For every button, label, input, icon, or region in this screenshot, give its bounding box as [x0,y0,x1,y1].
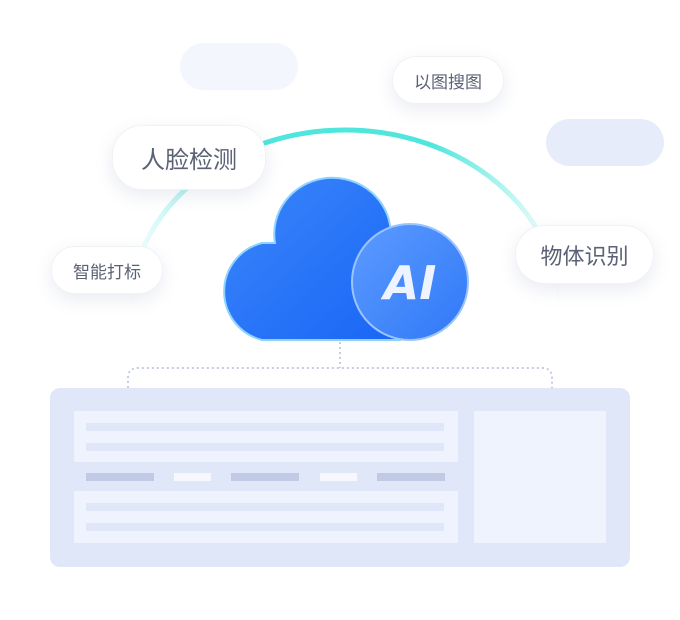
text-line [86,423,444,431]
placeholder-bubble [180,43,298,90]
separator-bar [377,473,445,481]
text-line [86,503,444,511]
separator-bar [86,473,154,481]
separator-bar [231,473,299,481]
text-line [86,523,444,531]
separator-bar [320,473,357,481]
cloud-icon [223,176,469,341]
ai-label: AI [383,256,437,310]
image-block [474,411,606,543]
separator-bar [174,473,211,481]
tag-smart-tagging: 智能打标 [51,246,163,294]
tag-image-search: 以图搜图 [392,56,504,104]
text-block-bottom [74,491,458,543]
text-block-top [74,411,458,462]
tag-face-detection: 人脸检测 [112,125,266,190]
placeholder-bubble [546,119,664,166]
text-line [86,443,444,451]
tag-object-recognition: 物体识别 [515,225,654,284]
